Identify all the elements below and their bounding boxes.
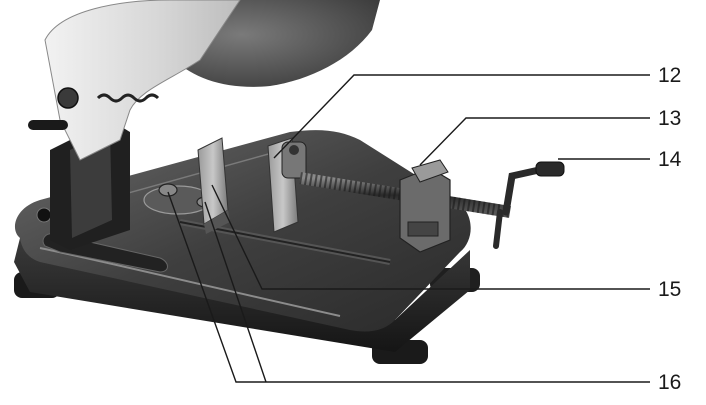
fixed-vise-jaw: [267, 137, 307, 233]
vise-crank-handle: [493, 161, 565, 249]
callout-12: 12: [658, 64, 681, 87]
callout-leaders: [167, 74, 650, 383]
leader-13: [419, 117, 650, 166]
leader-16b: [204, 201, 267, 383]
saw-arm: [28, 0, 241, 161]
callout-14: 14: [658, 148, 682, 171]
callout-13: 13: [658, 107, 681, 130]
leader-12: [273, 74, 650, 159]
leader-15: [211, 184, 650, 290]
callout-16: 16: [658, 371, 681, 394]
callout-15: 15: [658, 278, 681, 301]
moving-vise-jaw: [399, 159, 451, 253]
leader-16a: [167, 191, 650, 383]
callout-labels: 12 13 14 15 16: [658, 64, 682, 394]
